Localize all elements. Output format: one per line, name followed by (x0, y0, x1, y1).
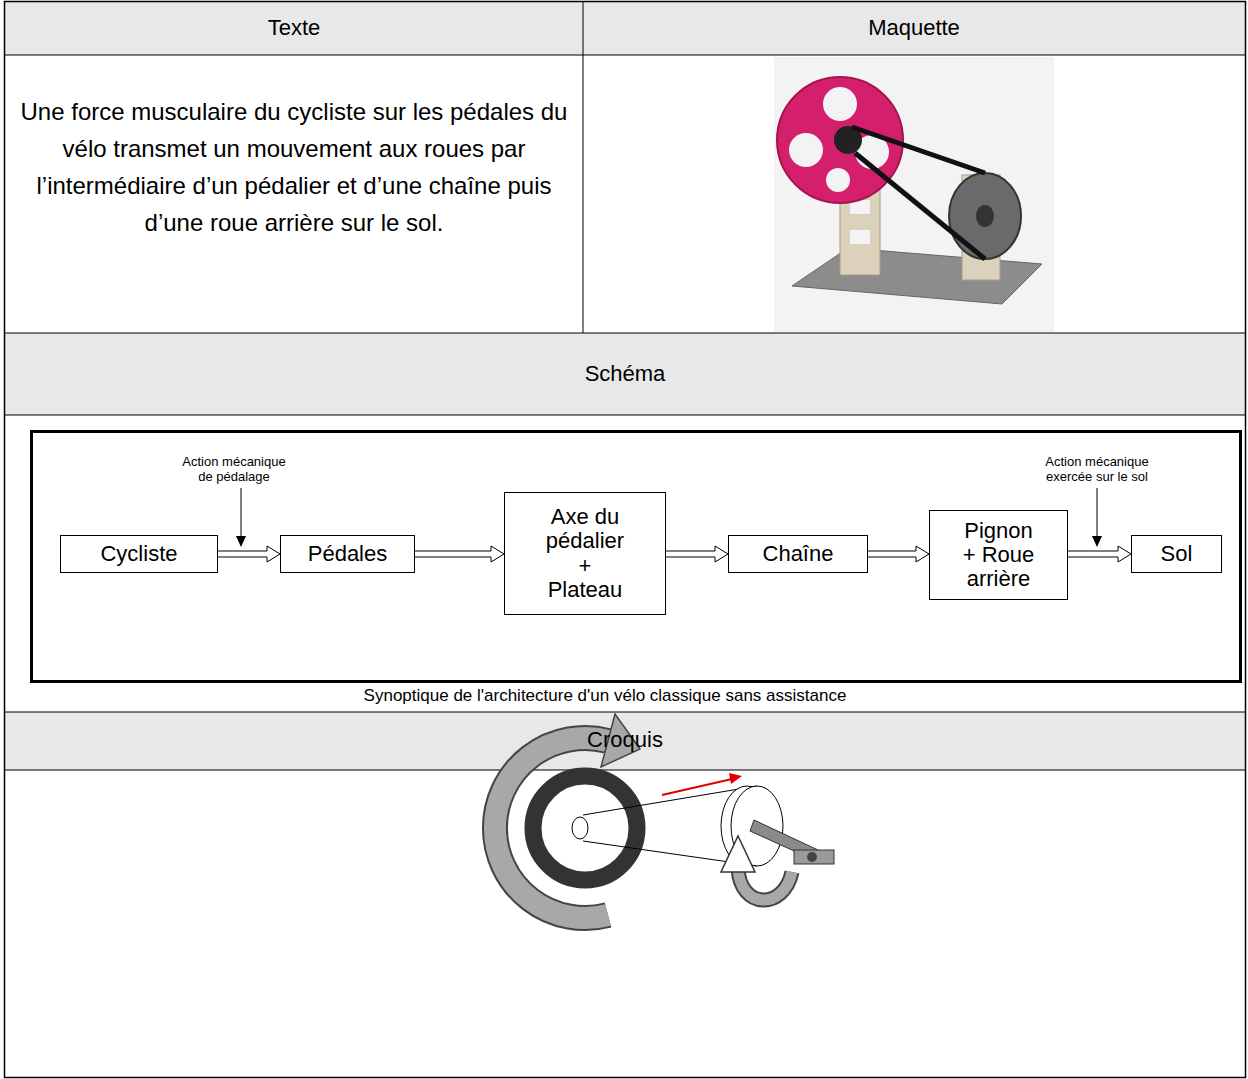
process-box: Pédales (280, 535, 415, 573)
photo-ground (774, 57, 1054, 332)
chainring (533, 776, 637, 880)
flow-arrow (1068, 546, 1131, 562)
force-arrow (662, 779, 732, 795)
pedal-arrowhead (721, 836, 755, 872)
box-label: Axe du pédalier + Plateau (540, 505, 630, 602)
callout-label: Action mécanique exercée sur le sol (1032, 455, 1162, 485)
axle (572, 817, 588, 839)
process-box: Chaîne (728, 535, 868, 573)
flow-arrow (666, 546, 728, 562)
section-header: Schéma (5, 361, 1245, 387)
model-belt (855, 153, 985, 259)
callout-line (241, 488, 242, 538)
upright-hole (850, 230, 870, 244)
ring-ground (527, 770, 643, 886)
wheel-hole (789, 133, 823, 167)
table-rule (5, 333, 1246, 334)
pedal-arrow-outline (738, 868, 792, 900)
callout-label: Action mécanique de pédalage (174, 455, 294, 485)
box-label: Pignon + Roue arrière (957, 519, 1041, 592)
column-header: Maquette (583, 15, 1245, 41)
pulley-hub (976, 205, 994, 227)
model-pulley (949, 173, 1021, 259)
process-box: Sol (1131, 535, 1222, 573)
model-base (792, 248, 1042, 304)
section-header: Croquis (5, 727, 1245, 753)
table-rule (5, 712, 1246, 713)
box-label: Pédales (308, 542, 388, 566)
process-box: Pignon + Roue arrière (929, 510, 1068, 600)
table-border (5, 2, 1246, 1078)
force-arrowhead (729, 773, 742, 784)
box-label: Sol (1161, 542, 1193, 566)
description-text: Une force musculaire du cycliste sur les… (14, 93, 574, 241)
pedal-pin (807, 852, 817, 862)
column-header: Texte (5, 15, 583, 41)
wheel-hole (826, 168, 850, 192)
wheel-hole (823, 87, 857, 121)
callout-arrowhead (236, 536, 246, 547)
process-box: Axe du pédalier + Plateau (504, 492, 666, 615)
table-rule (5, 770, 1246, 771)
box-label: Cycliste (100, 542, 177, 566)
sketch (495, 714, 834, 918)
header-fill (5, 712, 1245, 770)
flow-arrow (218, 546, 280, 562)
diagram-frame (32, 432, 1241, 682)
model-photo (774, 57, 1054, 332)
callout-line (1097, 488, 1098, 538)
process-box: Cycliste (60, 535, 218, 573)
table-rule (5, 55, 1246, 56)
header-fill (5, 333, 1245, 415)
pedal (794, 850, 834, 864)
table-rule (5, 415, 1246, 416)
table-rule (583, 2, 584, 334)
flow-arrow (868, 546, 929, 562)
diagram-caption: Synoptique de l'architecture d'un vélo c… (0, 686, 1210, 706)
callout-arrowhead (1092, 536, 1102, 547)
header-fill (5, 2, 1245, 55)
flow-arrow (415, 546, 504, 562)
box-label: Chaîne (763, 542, 834, 566)
pedal-arrow (738, 868, 792, 900)
